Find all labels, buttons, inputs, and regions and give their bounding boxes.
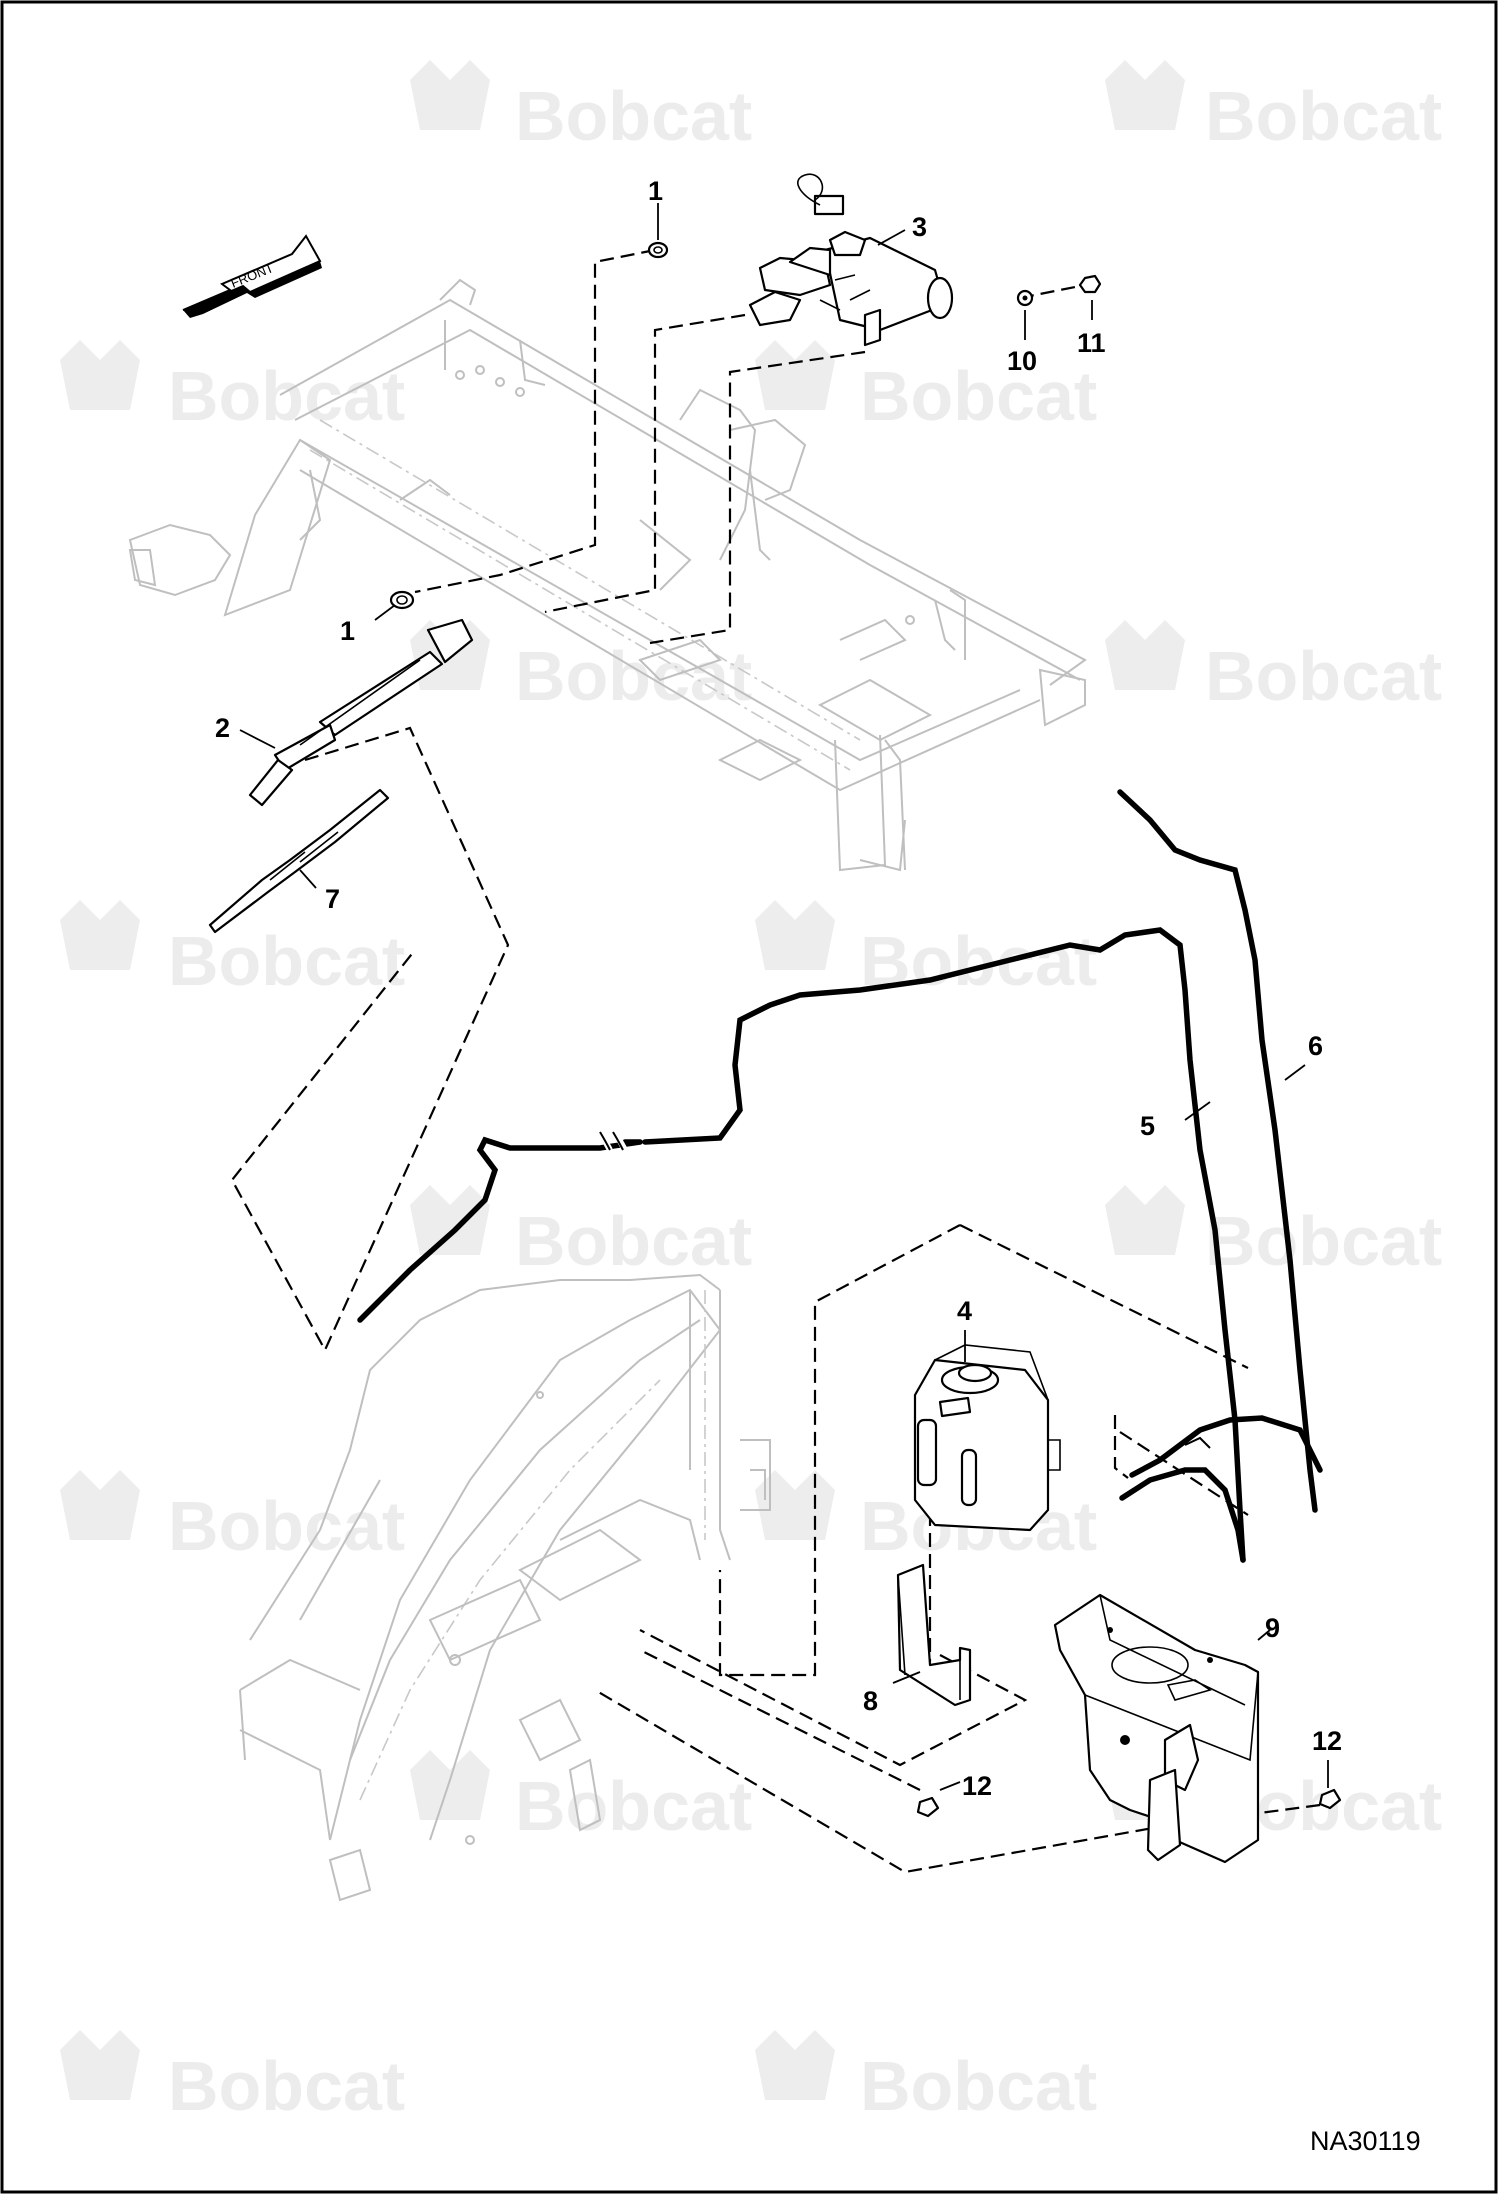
watermark-logo: Bobcat [60,1470,405,1565]
svg-text:Bobcat: Bobcat [168,2047,405,2125]
watermark-logo: Bobcat [1105,60,1442,155]
nut-11 [1078,274,1102,294]
wiper-motor [748,173,954,347]
callout-pointers [239,203,1329,1791]
callout-3: 3 [912,212,927,242]
watermark-layer: Bobcat Bobcat Bobcat Bobcat Bobcat Bobca… [60,60,1442,2125]
wiper-arm [248,618,474,807]
drawing-code: NA30119 [1310,2126,1421,2156]
callout-9: 9 [1265,1613,1280,1643]
svg-text:Bobcat: Bobcat [168,1487,405,1565]
washer-10 [1016,289,1034,307]
svg-text:Bobcat: Bobcat [1205,77,1442,155]
grommet-1-left [389,590,415,610]
callout-1-left: 1 [340,616,355,646]
svg-text:Bobcat: Bobcat [515,77,752,155]
watermark-logo: Bobcat [1105,1185,1442,1280]
mounting-bracket [1053,1593,1260,1864]
front-direction-arrow: FRONT [182,234,322,318]
svg-text:Bobcat: Bobcat [1205,1202,1442,1280]
watermark-logo: Bobcat [60,2030,405,2125]
callout-1-top: 1 [648,176,663,206]
watermark-logo: Bobcat [410,1750,752,1845]
callout-6: 6 [1308,1031,1323,1061]
svg-text:Bobcat: Bobcat [515,1767,752,1845]
wiper-blade [208,788,390,934]
svg-text:Bobcat: Bobcat [860,2047,1097,2125]
watermark-logo: Bobcat [410,60,752,155]
callout-2: 2 [215,713,230,743]
callout-10: 10 [1007,346,1037,376]
watermark-logo: Bobcat [755,2030,1097,2125]
watermark-logo: Bobcat [60,340,405,435]
hose-5 [357,927,1246,1563]
watermark-logo: Bobcat [60,900,405,1000]
callout-8: 8 [863,1686,878,1716]
hose-6 [1117,789,1318,1513]
upper-cab-frame [128,278,1087,872]
bolt-12-left [916,1796,940,1818]
callout-4: 4 [957,1296,972,1326]
bolt-12-right [1318,1788,1342,1810]
washer-hoses [357,789,1323,1563]
svg-text:Bobcat: Bobcat [1205,637,1442,715]
svg-text:Bobcat: Bobcat [168,357,405,435]
leader-lines [230,248,1321,1874]
watermark-logo: Bobcat [410,1185,752,1280]
svg-text:Bobcat: Bobcat [860,357,1097,435]
washer-reservoir [913,1344,1061,1532]
fasteners [389,241,1342,1818]
callout-12-right: 12 [1312,1726,1342,1756]
svg-text:Bobcat: Bobcat [515,1202,752,1280]
callout-labels: 1 1 2 3 4 5 6 7 8 9 10 11 12 12 [215,176,1342,1801]
lower-cab-frame [239,1273,771,1902]
svg-text:Bobcat: Bobcat [168,922,405,1000]
callout-12-left: 12 [962,1771,992,1801]
reservoir-bracket [896,1563,972,1707]
grommet-1-top [647,241,669,259]
svg-text:Bobcat: Bobcat [515,637,752,715]
callout-7: 7 [325,884,340,914]
watermark-logo: Bobcat [755,340,1097,435]
svg-text:Bobcat: Bobcat [860,922,1097,1000]
callout-11: 11 [1077,328,1106,358]
callout-5: 5 [1140,1111,1155,1141]
watermark-logo: Bobcat [1105,620,1442,715]
